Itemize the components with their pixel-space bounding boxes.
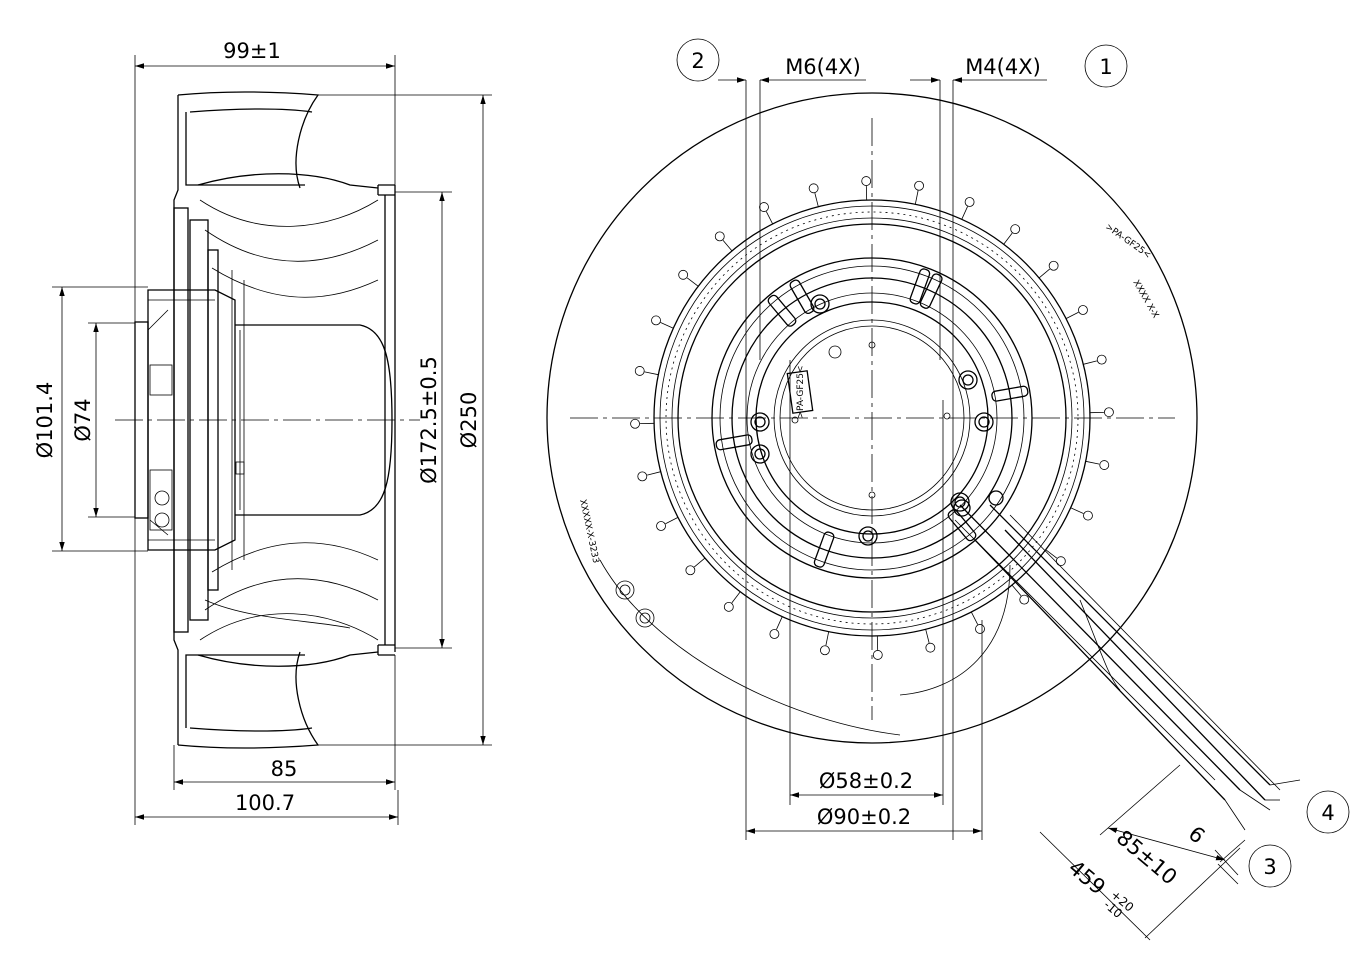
blade-tip <box>644 371 659 376</box>
blade-tip <box>814 193 819 207</box>
blade-tip-head <box>914 180 924 191</box>
blade-tip <box>1085 460 1100 465</box>
blade-tip-head <box>678 269 689 280</box>
rib <box>715 434 753 451</box>
blade-tip-head <box>630 418 640 429</box>
dim-dia-250: Ø250 <box>457 392 481 449</box>
blade-tip <box>970 611 979 625</box>
dim-dia-101: Ø101.4 <box>33 382 57 459</box>
side-view: 99±1 85 100.7 Ø101.4 Ø74 Ø172.5±0.5 Ø250 <box>33 39 492 825</box>
rib <box>919 273 943 309</box>
blade-tip-head <box>975 624 985 634</box>
dim-dia-90: Ø90±0.2 <box>817 805 911 829</box>
callout-1: 1 <box>1099 55 1112 79</box>
blade-tip-head <box>820 645 830 656</box>
blade-tip <box>765 211 774 225</box>
blade-tip <box>914 190 919 205</box>
blade-tip-head <box>964 197 975 207</box>
thread-m4: M4(4X) <box>965 55 1041 79</box>
blade-tip-head <box>1048 260 1059 271</box>
dim-dia-172: Ø172.5±0.5 <box>417 356 441 484</box>
rib <box>909 268 931 305</box>
blade-tip <box>693 557 706 568</box>
dim-100-7: 100.7 <box>235 791 295 815</box>
dim-85: 85 <box>271 757 298 781</box>
blade-tip <box>647 471 661 476</box>
boss <box>814 298 826 310</box>
blade-tip <box>686 277 699 287</box>
blade-tip-head <box>1104 407 1114 418</box>
blade-tip <box>1011 584 1022 597</box>
dim-dia-58: Ø58±0.2 <box>819 769 913 793</box>
blade-tip <box>1083 360 1097 365</box>
blade-tip <box>722 239 733 252</box>
rib <box>991 385 1029 402</box>
blade-tip-head <box>1010 224 1021 235</box>
blade-tip-head <box>872 650 883 660</box>
blade-tip-head <box>651 315 661 326</box>
label-batch: XXXXX-X-3233 <box>577 499 600 565</box>
blade-tip <box>1038 268 1051 279</box>
callouts: 1 2 3 4 <box>676 38 1350 888</box>
blade-tip-head <box>1055 556 1066 567</box>
blade-tip <box>1065 311 1079 320</box>
blade-tip-head <box>925 642 936 653</box>
blade-tip <box>1045 549 1058 559</box>
blade-tip <box>961 206 968 220</box>
boss <box>862 530 874 542</box>
front-view: >PA-GF25< >PA-GF25< XXXX X-X XXXXX-X-323… <box>546 55 1301 941</box>
callout-2: 2 <box>691 49 704 73</box>
rib <box>813 531 835 568</box>
blade-tip <box>665 516 679 525</box>
rib <box>767 294 797 327</box>
blade-tip <box>1070 507 1084 514</box>
dim-99: 99±1 <box>223 39 281 63</box>
blade-tip-head <box>808 183 819 194</box>
blade-tip-head <box>634 366 645 376</box>
blade-tip-head <box>769 629 780 639</box>
boss <box>858 526 878 546</box>
blade-tip-head <box>759 202 769 212</box>
rib <box>789 279 815 315</box>
boss <box>950 492 970 512</box>
blade-tip <box>660 322 674 329</box>
blade-tip-head <box>1083 510 1093 521</box>
boss <box>962 374 974 386</box>
blade-tip-head <box>637 471 648 482</box>
blade-tip-head <box>1078 305 1088 315</box>
blade-tip <box>731 591 741 604</box>
center-label: >PA-GF25< <box>796 365 806 418</box>
dim-cable-6: 6 <box>1184 821 1210 848</box>
blade-tip <box>825 631 830 646</box>
blade-tip-head <box>861 176 872 186</box>
blade-tip-head <box>1099 460 1110 470</box>
boss <box>954 496 966 508</box>
blade-tip <box>776 616 783 630</box>
boss <box>754 416 766 428</box>
blade-tip-head <box>723 601 734 612</box>
boss <box>754 448 766 460</box>
dim-dia-74: Ø74 <box>71 398 95 441</box>
label-code: XXXX X-X <box>1130 279 1160 321</box>
blade-tip-head <box>714 231 725 242</box>
boss <box>958 370 978 390</box>
blade-tip-head <box>1019 594 1030 605</box>
thread-m6: M6(4X) <box>785 55 861 79</box>
boss <box>974 412 994 432</box>
callout-3: 3 <box>1263 855 1276 879</box>
boss <box>750 444 770 464</box>
dim-cable-85: 85±10 <box>1112 825 1182 889</box>
blade-tip-head <box>685 565 696 576</box>
blade-tip <box>1003 232 1013 245</box>
callout-4: 4 <box>1321 801 1334 825</box>
blade-tip-head <box>1096 354 1107 365</box>
blade-tip <box>925 629 930 643</box>
boss <box>750 412 770 432</box>
boss <box>810 294 830 314</box>
boss <box>978 416 990 428</box>
blade-tip-head <box>656 521 666 531</box>
